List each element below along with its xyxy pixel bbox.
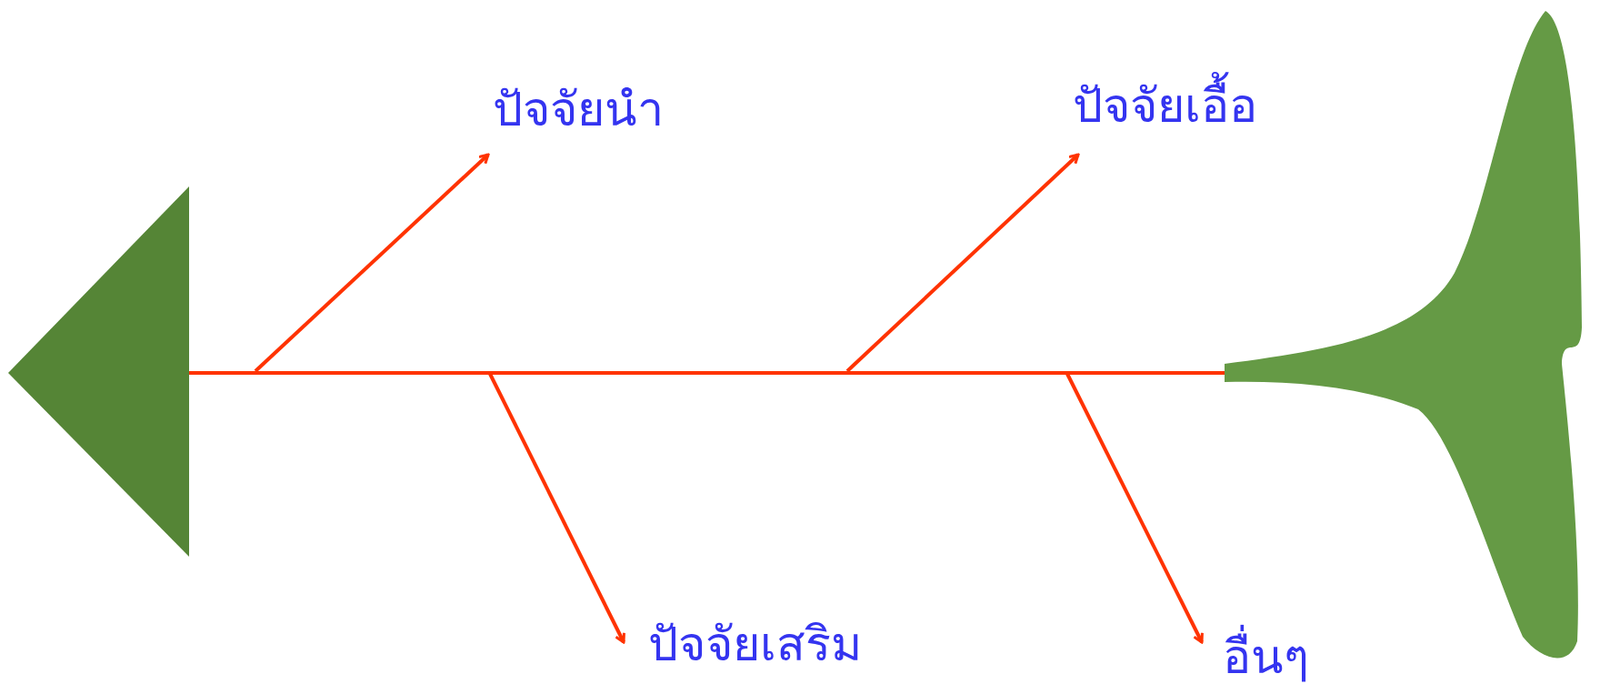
- factor-label: ปัจจัยเอื้อ: [1072, 76, 1258, 136]
- bone-arrow: [255, 154, 489, 371]
- bone-arrow: [1067, 373, 1202, 642]
- fish-tail: [1224, 10, 1582, 659]
- fish-head: [8, 186, 190, 557]
- bone-arrow: [490, 373, 624, 642]
- factor-label: ปัจจัยเสริม: [648, 614, 862, 674]
- factor-label: อื่นๆ: [1222, 627, 1310, 687]
- factor-label: ปัจจัยนำ: [492, 80, 664, 140]
- bone-arrow: [847, 154, 1079, 371]
